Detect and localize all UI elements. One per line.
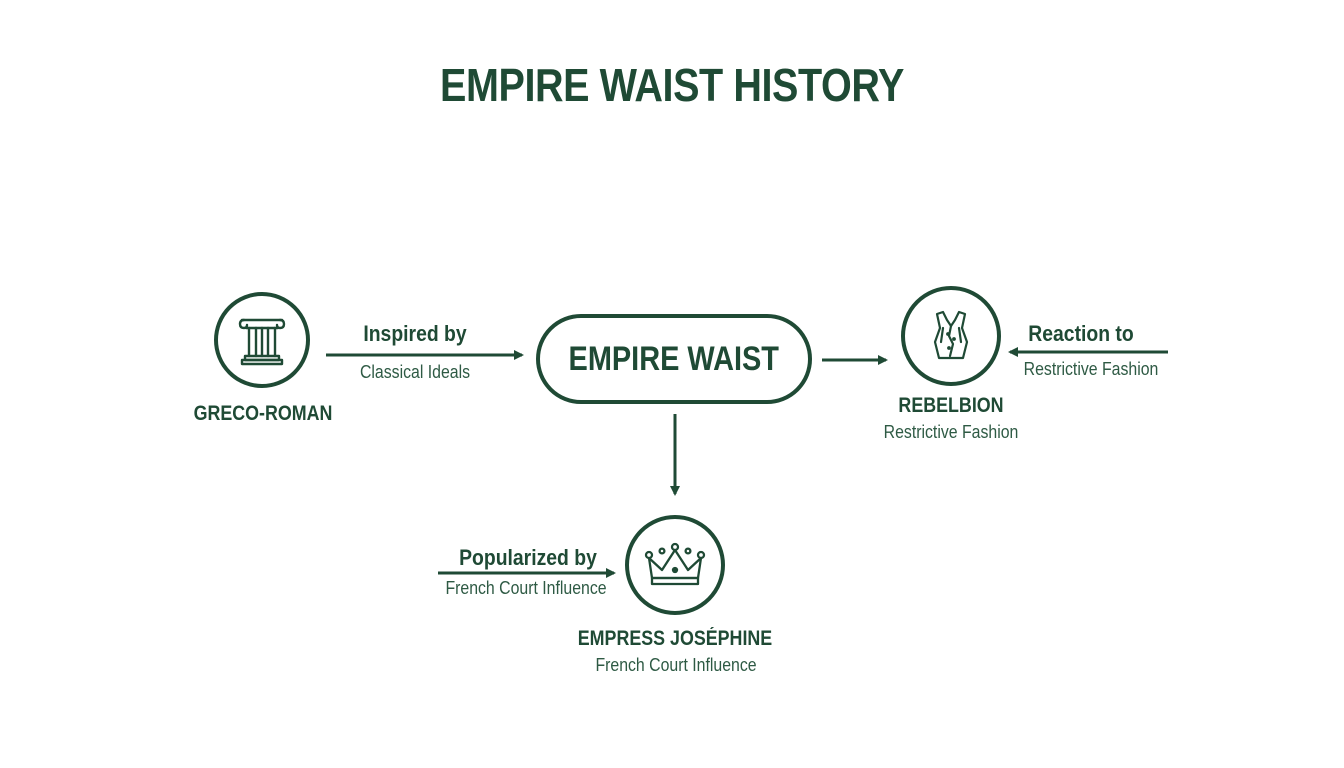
empire-waist-label: EMPIRE WAIST [568, 339, 780, 378]
josephine-subtitle: French Court Influence [595, 655, 757, 675]
josephine-node [625, 515, 725, 615]
crown-icon [644, 542, 706, 586]
rebellion-node [901, 286, 1001, 386]
corset-icon [933, 310, 969, 360]
rebellion-subtitle: Restrictive Fashion [883, 422, 1019, 442]
page-title: EMPIRE WAIST HISTORY [440, 59, 904, 111]
greco-roman-node [214, 292, 310, 388]
edge-popularized-sublabel: French Court Influence [445, 578, 607, 598]
josephine-title: EMPRESS JOSÉPHINE [577, 627, 773, 650]
greco-roman-title: GRECO-ROMAN [193, 402, 333, 425]
edge-inspired-label: Inspired by [363, 321, 467, 346]
edge-popularized-label: Popularized by [459, 545, 597, 570]
rebellion-title: REBELBION [898, 394, 1004, 417]
edge-reaction-label: Reaction to [1028, 321, 1134, 346]
empire-waist-node: EMPIRE WAIST [536, 314, 812, 404]
greek-column-icon [238, 318, 286, 366]
edge-reaction-sublabel: Restrictive Fashion [1023, 359, 1159, 379]
edge-inspired-sublabel: Classical Ideals [359, 362, 471, 382]
